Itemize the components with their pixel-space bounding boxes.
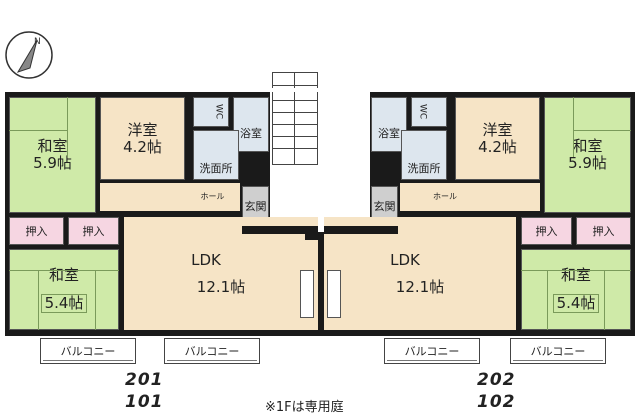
left-yoshitsu: 洋室 4.2帖: [100, 97, 185, 180]
left-balcony-2: バルコニー: [164, 338, 260, 364]
left-wc: WC: [193, 97, 229, 127]
balcony-label: バルコニー: [60, 345, 116, 358]
left-oshiire-1: 押入: [9, 217, 64, 245]
room-name: 洋室: [127, 120, 158, 139]
left-oshiire-2: 押入: [68, 217, 119, 245]
left-hall: ホール: [100, 183, 240, 211]
room-name: 洗面所: [199, 161, 233, 175]
room-name: 和室: [37, 137, 68, 155]
balcony-label: バルコニー: [404, 345, 460, 358]
right-washitsu-small: 和室 5.4帖: [521, 249, 631, 330]
room-size: 4.2帖: [123, 137, 162, 156]
north-arrow-icon: N: [5, 31, 53, 79]
left-washroom: 洗面所: [193, 130, 239, 180]
room-name: 玄関: [244, 199, 267, 213]
room-size: 12.1帖: [196, 277, 246, 296]
room-name: 洗面所: [407, 161, 441, 175]
right-oshiire-1: 押入: [521, 217, 572, 245]
room-size: 4.2帖: [478, 137, 517, 156]
room-name: 和室: [572, 137, 603, 155]
room-name: 押入: [82, 224, 105, 238]
right-ldk: LDK 12.1帖: [324, 217, 516, 330]
room-name: WC: [213, 104, 224, 120]
right-wc: WC: [411, 97, 447, 127]
svg-text:N: N: [34, 37, 41, 47]
room-name: LDK: [390, 250, 420, 269]
unit-number-102: 102: [477, 392, 516, 412]
private-garden-note: ※1Fは専用庭: [265, 400, 344, 415]
right-balcony-2: バルコニー: [510, 338, 606, 364]
room-name: 押入: [25, 224, 48, 238]
left-balcony-1: バルコニー: [40, 338, 136, 364]
room-name: ホール: [433, 192, 457, 201]
room-name: 押入: [592, 224, 615, 238]
room-size: 5.4帖: [552, 293, 600, 313]
room-name: WC: [417, 104, 428, 120]
unit-number-101: 101: [125, 392, 164, 412]
compass: N: [4, 30, 54, 80]
right-washroom: 洗面所: [401, 130, 447, 180]
room-name: 洋室: [482, 120, 513, 139]
balcony-label: バルコニー: [184, 345, 240, 358]
room-name: 浴室: [378, 127, 400, 140]
room-size: 5.9帖: [33, 154, 72, 172]
unit-number-202: 202: [477, 370, 516, 390]
right-yoshitsu: 洋室 4.2帖: [455, 97, 540, 180]
right-oshiire-2: 押入: [576, 217, 631, 245]
room-size: 5.9帖: [568, 154, 607, 172]
left-bath: 浴室: [233, 97, 269, 152]
room-name: ホール: [200, 192, 225, 201]
staircase-lower: [272, 92, 318, 165]
right-washitsu-large: 和室 5.9帖: [544, 97, 631, 213]
right-hall: ホール: [400, 183, 540, 211]
unit-number-201: 201: [125, 370, 164, 390]
room-size: 5.4帖: [40, 293, 88, 313]
room-name: LDK: [191, 250, 221, 269]
balcony-label: バルコニー: [530, 345, 586, 358]
room-name: 浴室: [240, 127, 262, 140]
room-name: 玄関: [373, 199, 396, 213]
left-washitsu-small: 和室 5.4帖: [9, 249, 119, 330]
left-ldk: LDK 12.1帖: [124, 217, 318, 330]
left-washitsu-large: 和室 5.9帖: [9, 97, 96, 213]
right-balcony-1: バルコニー: [384, 338, 480, 364]
room-name: 押入: [535, 224, 558, 238]
room-size: 12.1帖: [395, 277, 445, 296]
